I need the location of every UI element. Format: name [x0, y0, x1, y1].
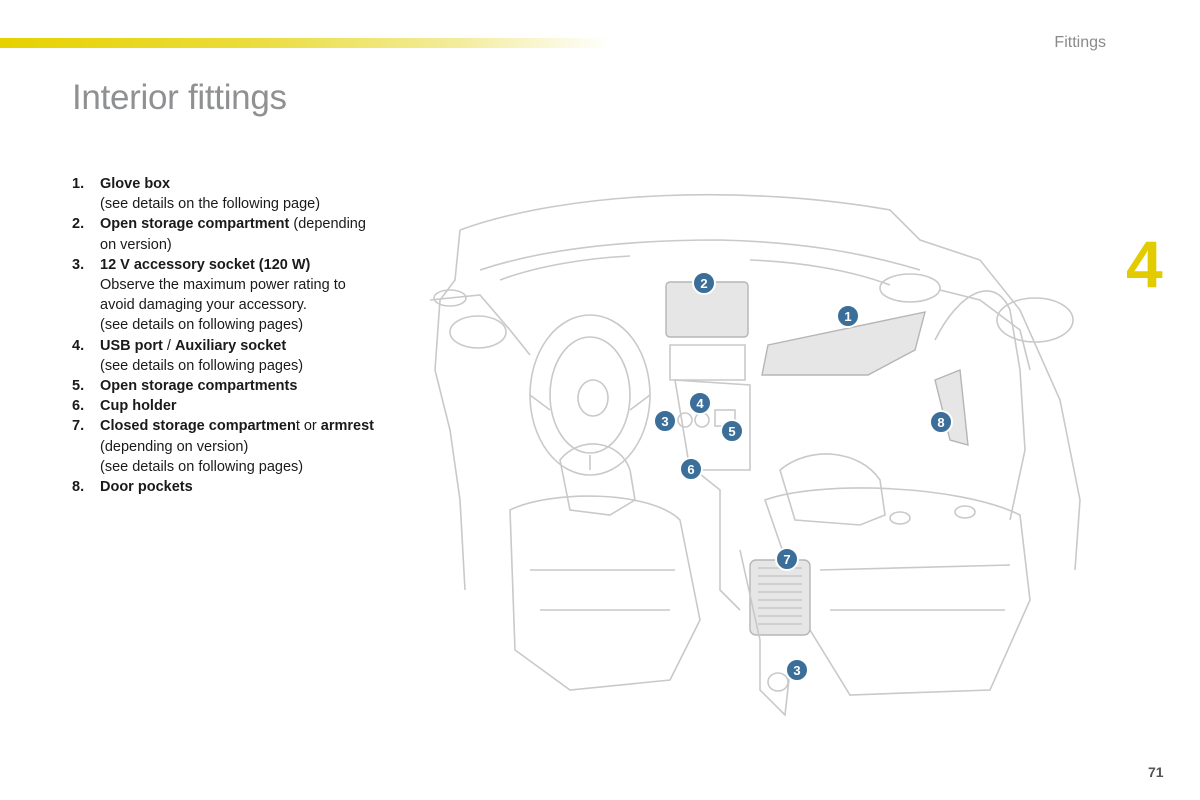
legend-item: 3. 12 V accessory socket (120 W) Observe t… — [72, 255, 412, 336]
svg-text:5: 5 — [728, 424, 735, 439]
interior-diagram: 2 1 4 3 5 6 8 7 3 — [420, 170, 1110, 730]
callout-5: 5 — [720, 419, 744, 443]
legend-item-text: Auxiliary socket — [174, 337, 287, 354]
svg-text:2: 2 — [700, 276, 707, 291]
legend-item-text: / — [162, 337, 175, 354]
legend-item-detail: Observe the maximum power rating to — [100, 277, 346, 294]
legend-item-label: Cup holder — [100, 396, 412, 416]
legend-item-body: USB port / Auxiliary socket(see details … — [100, 336, 412, 376]
legend-item: 4.USB port / Auxiliary socket(see detail… — [72, 336, 412, 376]
legend-item-body: Closed storage compartment or armrest (de… — [100, 416, 412, 477]
page-title: Interior fittings — [72, 78, 287, 117]
legend-item-label: Open storage compartments — [100, 376, 412, 396]
callout-2: 2 — [692, 271, 716, 295]
callout-4: 4 — [688, 391, 712, 415]
car-interior-illustration: 2 1 4 3 5 6 8 7 3 — [429, 193, 1081, 717]
legend-item-body: Open storage compartments — [100, 376, 412, 396]
chapter-number: 4 — [1126, 227, 1163, 301]
legend-item-number: 1. — [72, 176, 85, 192]
legend-item-detail: (depending on version) — [100, 438, 249, 455]
legend-item-text: Glove box — [100, 176, 171, 192]
svg-text:8: 8 — [937, 415, 944, 430]
legend-item-text: Door pockets — [100, 479, 193, 496]
svg-text:7: 7 — [783, 552, 790, 567]
callout-8: 8 — [929, 410, 953, 434]
legend-item-text: t or — [295, 418, 321, 435]
legend-item-number: 3. — [72, 256, 85, 273]
callout-3: 3 — [653, 409, 677, 433]
svg-text:4: 4 — [696, 396, 704, 411]
legend-item-text: 12 V accessory socket (120 W) — [100, 256, 311, 273]
callout-6: 6 — [679, 457, 703, 481]
svg-text:1: 1 — [844, 309, 851, 324]
svg-text:3: 3 — [793, 663, 800, 678]
legend-item-text: armrest — [320, 418, 374, 435]
legend-item-body: 12 V accessory socket (120 W) Observe the… — [100, 255, 412, 336]
legend-item-number: 5. — [72, 378, 85, 395]
legend-item-body: Open storage compartment (depending on ve… — [100, 214, 412, 254]
legend-item-text: Closed storage compartmen — [100, 418, 296, 435]
legend-item-label: Closed storage compartment or armrest — [100, 416, 412, 436]
legend-item-detail: avoid damaging your accessory. — [100, 297, 307, 314]
legend-item-detail: (see details on following pages) — [100, 317, 304, 334]
legend-item: 5. Open storage compartments — [72, 376, 412, 396]
svg-text:6: 6 — [687, 462, 694, 477]
legend-item-label: Door pockets — [100, 477, 412, 497]
section-label: Fittings — [1054, 34, 1106, 51]
callout-3-rear: 3 — [785, 658, 809, 682]
legend-item-text: Open storage compartment — [100, 216, 290, 233]
page-number: 71 — [1148, 764, 1164, 780]
legend-item: 8. Door pockets — [72, 477, 412, 497]
legend-item-body: Cup holder — [100, 396, 412, 416]
legend-item-detail: (see details on following pages) — [100, 357, 304, 374]
legend-item: 2. Open storage compartment (depending on … — [72, 214, 412, 254]
header-accent-bar — [0, 38, 610, 48]
legend-item-text: USB port — [100, 337, 163, 354]
callout-1: 1 — [836, 304, 860, 328]
legend-item-number: 4. — [72, 337, 85, 354]
legend-item-detail: (see details on the following page) — [100, 196, 321, 213]
legend-item-body: Door pockets — [100, 477, 412, 497]
legend-item-body: Glove box (see details on the following p… — [100, 174, 412, 214]
callout-7: 7 — [775, 547, 799, 571]
legend-item-text: (depending — [289, 216, 366, 233]
legend-item-label: 12 V accessory socket (120 W) — [100, 255, 412, 275]
legend-item-number: 2. — [72, 216, 85, 233]
legend-item-number: 7. — [72, 418, 85, 435]
legend-item-number: 6. — [72, 398, 85, 415]
legend-item-text: Cup holder — [100, 398, 177, 415]
legend-item-number: 8. — [72, 479, 85, 496]
legend-item: 1. Glove box (see details on the following… — [72, 174, 412, 214]
legend-item-detail: on version) — [100, 236, 172, 253]
legend-item-label: USB port / Auxiliary socket — [100, 336, 412, 356]
legend-item-label: Glove box — [100, 174, 412, 194]
legend-item-detail: (see details on following pages) — [100, 458, 304, 475]
svg-text:3: 3 — [661, 414, 668, 429]
legend-item-label: Open storage compartment (depending — [100, 214, 412, 234]
legend-item-text: Open storage compartments — [100, 378, 298, 395]
legend-item: 7. Closed storage compartment or armrest (… — [72, 416, 412, 477]
legend-item: 6. Cup holder — [72, 396, 412, 416]
legend-list: 1. Glove box (see details on the following… — [72, 174, 412, 497]
